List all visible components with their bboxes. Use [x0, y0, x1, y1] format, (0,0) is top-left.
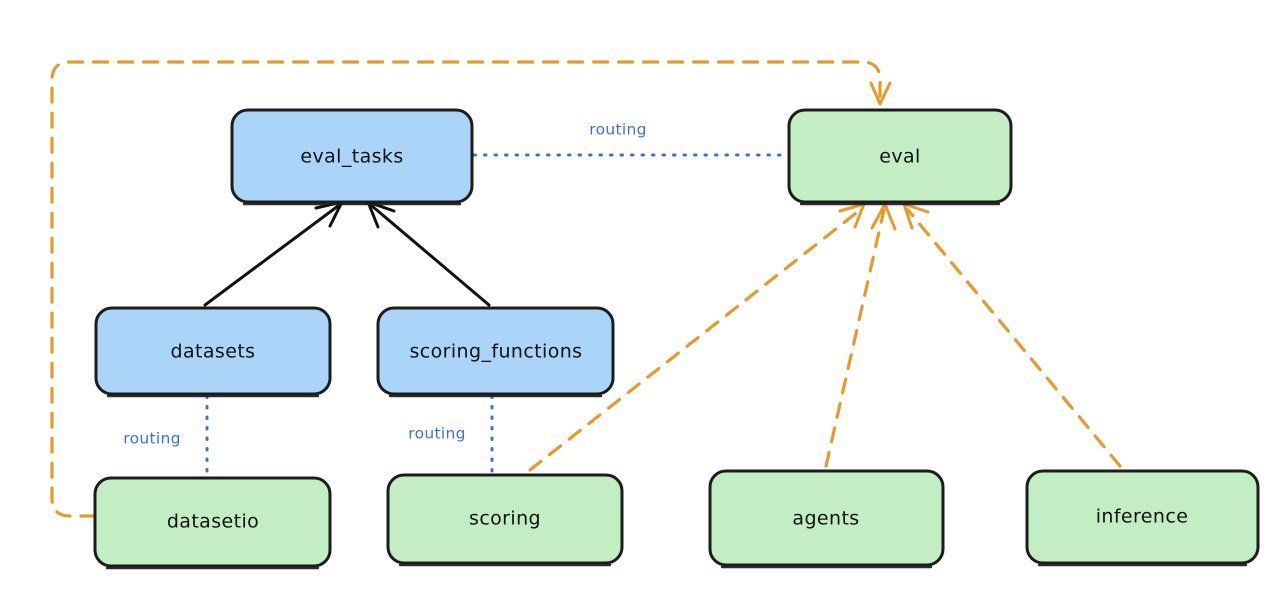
arrowhead-inference-eval — [902, 202, 930, 230]
node-agents-shape — [708, 469, 945, 567]
edge-label-routing-datasetio: routing — [123, 430, 181, 448]
node-inference-shape — [1025, 469, 1260, 565]
node-eval_tasks-shape — [230, 108, 474, 204]
node-scoring_functions-label: scoring_functions — [410, 341, 583, 363]
node-eval_tasks[interactable]: eval_tasks — [230, 108, 474, 206]
edge-datasets-to-eval_tasks[interactable] — [203, 200, 344, 307]
edge-agents-to-eval[interactable] — [824, 202, 897, 468]
node-inference-label: inference — [1096, 506, 1189, 528]
node-scoring-shape — [386, 473, 624, 565]
node-datasets-shape — [94, 306, 332, 396]
edge-scoring_functions-to-eval_tasks[interactable] — [366, 200, 491, 307]
edge-label-routing-scoring: routing — [408, 425, 466, 443]
node-eval_tasks-label: eval_tasks — [300, 146, 403, 168]
node-scoring[interactable]: scoring — [386, 473, 624, 567]
node-agents[interactable]: agents — [708, 469, 945, 569]
node-eval[interactable]: eval — [787, 108, 1013, 206]
node-eval-shape — [787, 108, 1013, 204]
node-eval-label: eval — [879, 146, 920, 168]
node-datasets-label: datasets — [171, 341, 256, 363]
node-layer: eval_tasks eval datasets scoring_functio… — [93, 108, 1260, 570]
edge-datasetio-to-eval[interactable] — [50, 60, 892, 518]
edge-label-layer: routing routing routing — [123, 121, 647, 448]
arrowhead-into-eval-top — [869, 81, 892, 106]
node-datasetio-shape — [93, 476, 332, 568]
node-scoring-label: scoring — [469, 508, 541, 530]
node-datasetio-label: datasetio — [167, 511, 259, 533]
node-inference[interactable]: inference — [1025, 469, 1260, 567]
node-datasets[interactable]: datasets — [94, 306, 332, 398]
node-datasetio[interactable]: datasetio — [93, 476, 332, 570]
node-scoring_functions[interactable]: scoring_functions — [376, 306, 615, 398]
edge-layer — [50, 60, 1122, 518]
edge-inference-to-eval[interactable] — [902, 202, 1122, 468]
node-scoring_functions-shape — [376, 306, 615, 396]
node-agents-label: agents — [792, 508, 859, 530]
edge-label-routing-eval: routing — [589, 121, 647, 139]
